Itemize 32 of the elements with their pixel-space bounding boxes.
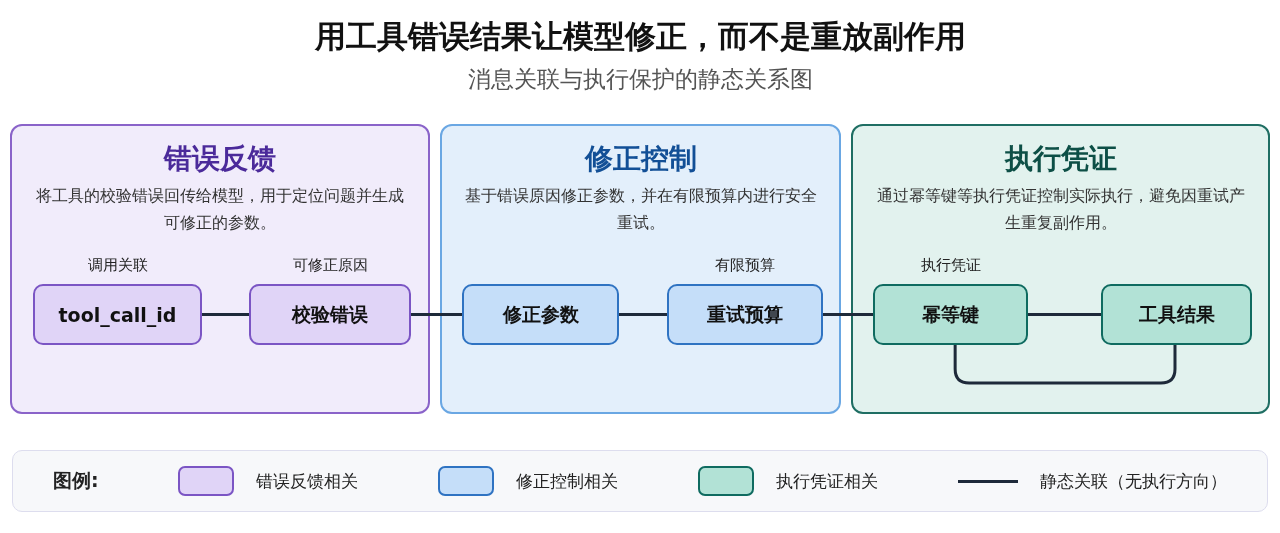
process-box: 幂等键 — [873, 284, 1028, 345]
connector-line — [953, 345, 1177, 385]
subtitle: 消息关联与执行保护的静态关系图 — [466, 65, 814, 94]
connector-line — [411, 313, 462, 316]
process-box: 重试预算 — [667, 284, 823, 345]
legend-label: 执行凭证相关 — [776, 469, 879, 493]
group-description: 基于错误原因修正参数，并在有限预算内进行安全重试。 — [463, 185, 818, 234]
connector-line — [619, 313, 667, 316]
legend-label: 修正控制相关 — [516, 469, 619, 493]
group-heading: 修正控制 — [583, 141, 698, 177]
group-description: 将工具的校验错误回传给模型，用于定位问题并生成可修正的参数。 — [35, 185, 405, 234]
process-box: 修正参数 — [462, 284, 619, 345]
group-panel — [440, 124, 841, 414]
connector-line — [1028, 313, 1101, 316]
group-heading: 错误反馈 — [162, 141, 277, 177]
process-box: 工具结果 — [1101, 284, 1252, 345]
legend-label: 静态关联（无执行方向） — [1040, 469, 1228, 493]
group-panel — [851, 124, 1270, 414]
process-box: tool_call_id — [33, 284, 202, 345]
legend-heading: 图例: — [52, 468, 99, 493]
group-heading: 执行凭证 — [1003, 141, 1118, 177]
process-box: 校验错误 — [249, 284, 411, 345]
legend-label: 错误反馈相关 — [256, 469, 359, 493]
group-description: 通过幂等键等执行凭证控制实际执行，避免因重试产生重复副作用。 — [875, 185, 1246, 234]
connector-line — [202, 313, 249, 316]
node-caption: 有限预算 — [715, 256, 775, 275]
node-caption: 执行凭证 — [920, 256, 981, 275]
node-caption: 可修正原因 — [292, 256, 368, 275]
group-panel — [10, 124, 430, 414]
title: 用工具错误结果让模型修正，而不是重放副作用 — [313, 17, 967, 56]
node-caption: 调用关联 — [87, 256, 148, 275]
connector-line — [823, 313, 873, 316]
